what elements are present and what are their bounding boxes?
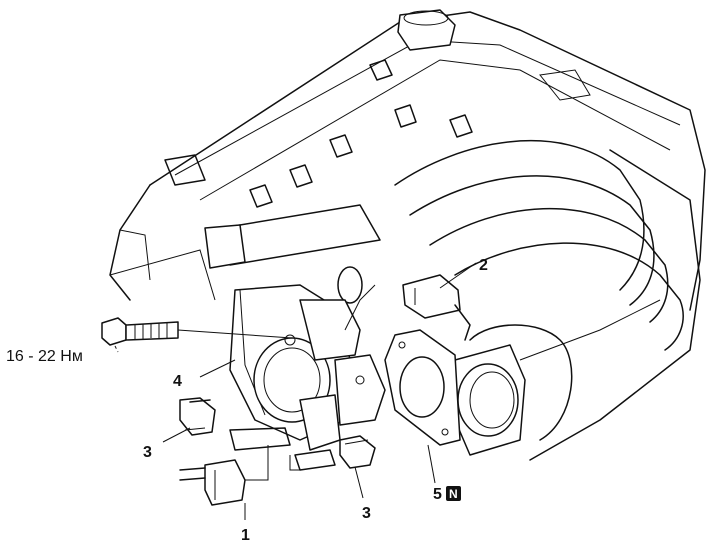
callout-5: 5 <box>433 486 442 503</box>
torque-spec-label: 16 - 22 Нм <box>6 348 83 365</box>
leader-2 <box>439 262 477 289</box>
mounting-bolt <box>101 317 179 346</box>
callout-4: 4 <box>173 373 182 390</box>
bolt-head <box>101 317 127 346</box>
intake-manifold <box>394 139 701 461</box>
throttle-body-part-4 <box>229 284 386 451</box>
engine-head <box>109 9 706 311</box>
new-part-badge-text: N <box>449 487 458 501</box>
leader-3-right <box>354 466 364 499</box>
idle-fitting <box>337 266 363 304</box>
new-part-badge: N <box>446 486 461 501</box>
tps-housing <box>334 354 386 426</box>
callout-2: 2 <box>479 257 488 274</box>
gasket-part-5 <box>384 329 461 446</box>
coolant-pipes <box>229 427 336 471</box>
sensor-connector-part-2 <box>402 274 471 341</box>
callout-1: 1 <box>241 527 250 544</box>
callout-3-left: 3 <box>143 444 152 461</box>
hose-clamp-part-3-left <box>179 397 216 436</box>
callout-3-right: 3 <box>362 505 371 522</box>
bolt-leader-line <box>177 329 293 339</box>
manifold-flange <box>454 344 526 456</box>
leader-4 <box>199 359 236 378</box>
leader-3-left <box>162 427 191 443</box>
leader-5 <box>427 444 436 484</box>
oil-cap <box>397 9 456 51</box>
bolt-shank <box>125 321 179 341</box>
hose <box>204 204 381 304</box>
hose-clamp-part-3-right <box>339 435 376 469</box>
leader-lines <box>114 262 477 520</box>
connector-part-1 <box>179 459 246 506</box>
